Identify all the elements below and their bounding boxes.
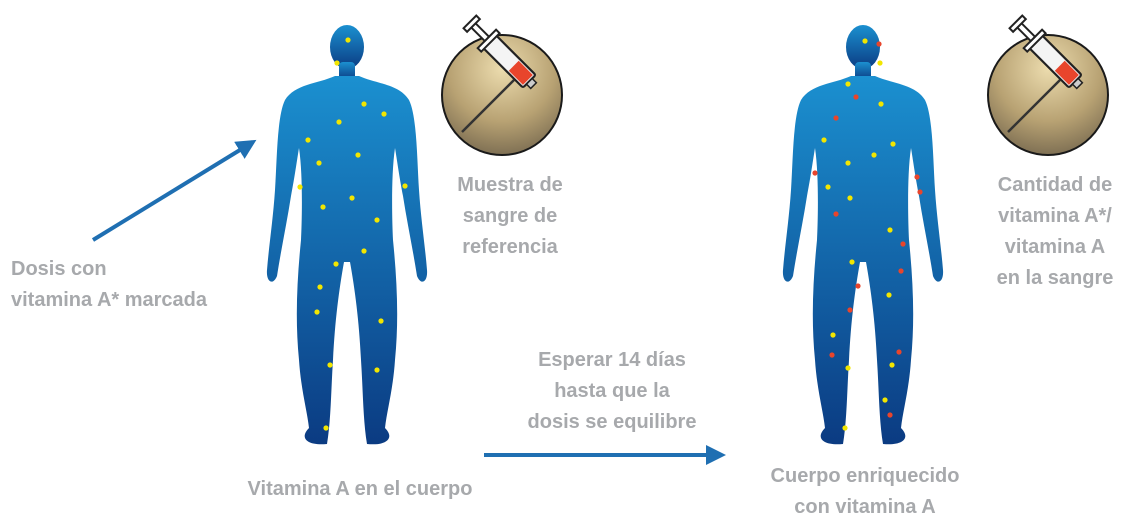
wait-label: Esperar 14 días hasta que la dosis se eq…	[500, 345, 724, 438]
baseline-sample-line: sangre de	[462, 205, 558, 227]
ratio-label-line: Cantidad de	[997, 174, 1113, 196]
body-enriched-line: con vitamina A	[794, 496, 936, 518]
vitamin-dots-enriched-red	[812, 41, 923, 418]
body-enriched-line: Cuerpo enriquecido	[770, 465, 960, 487]
ratio-label: Cantidad de vitamina A*/ vitamina A en l…	[980, 170, 1130, 294]
syringe-circle-baseline	[441, 11, 563, 156]
wait-label-line: Esperar 14 días	[538, 349, 686, 371]
wait-label-line: dosis se equilibre	[527, 411, 697, 433]
vitamin-dots-enriched-yellow	[821, 38, 896, 431]
baseline-sample-line: referencia	[462, 236, 558, 258]
baseline-sample-line: Muestra de	[457, 174, 563, 196]
ratio-label-line: vitamina A*/	[998, 205, 1112, 227]
body-enriched-label: Cuerpo enriquecido con vitamina A	[720, 461, 1010, 523]
wait-label-line: hasta que la	[554, 380, 670, 402]
ratio-label-line: en la sangre	[996, 267, 1114, 289]
dose-arrow	[91, 139, 257, 242]
body-baseline-label: Vitamina A en el cuerpo	[210, 474, 510, 505]
syringe-circle-enriched	[987, 11, 1109, 156]
baseline-sample-label: Muestra de sangre de referencia	[440, 170, 580, 263]
vitamin-dots-baseline	[297, 37, 408, 431]
dose-label-line: Dosis con	[11, 258, 107, 280]
ratio-label-line: vitamina A	[1004, 236, 1106, 258]
human-baseline	[266, 25, 428, 445]
body-baseline-line: Vitamina A en el cuerpo	[247, 478, 473, 500]
human-enriched	[782, 25, 944, 445]
dose-label-line: vitamina A* marcada	[11, 289, 208, 311]
dose-label: Dosis con vitamina A* marcada	[11, 254, 207, 316]
